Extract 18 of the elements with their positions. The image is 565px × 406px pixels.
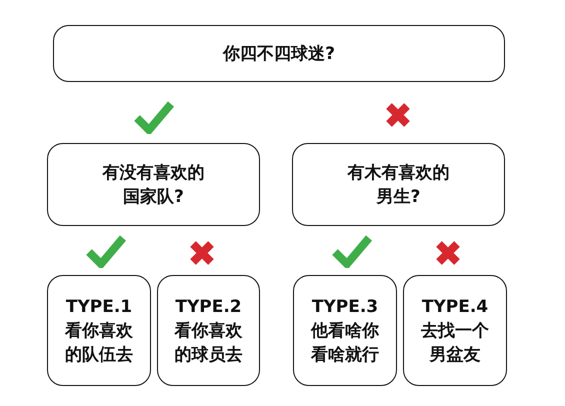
type-heading: TYPE.4 [420,296,490,318]
result-box [47,275,151,386]
question-text: 你四不四球迷? [223,42,335,66]
result-box [157,275,260,386]
result-box [403,275,507,386]
type-heading: TYPE.2 [174,296,243,318]
result-box [293,275,397,386]
question-box [53,25,505,82]
result-text: 去找一个男盆友 [420,320,490,366]
question-box [47,143,260,226]
question-box [292,143,505,226]
type-heading: TYPE.3 [310,296,380,318]
question-text: 有木有喜欢的男生? [346,162,450,208]
type-heading: TYPE.1 [64,296,134,318]
result-text: 看你喜欢的队伍去 [64,320,134,366]
result-text: 他看啥你看啥就行 [310,320,380,366]
question-text: 有没有喜欢的国家队? [101,162,206,208]
result-text: 看你喜欢的球员去 [173,320,244,366]
